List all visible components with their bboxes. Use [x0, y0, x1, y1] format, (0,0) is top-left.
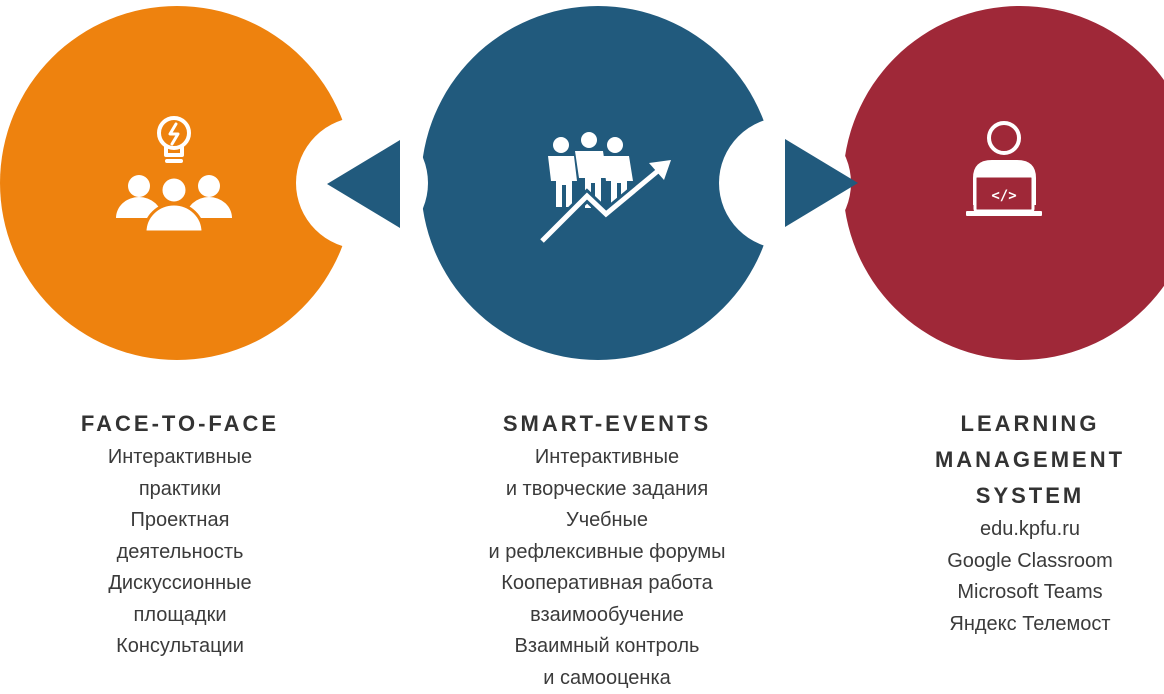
node-title: SMART-EVENTS	[447, 406, 767, 442]
node-line: Google Classroom	[880, 546, 1164, 578]
node-line: edu.kpfu.ru	[880, 514, 1164, 546]
node-line: Консультации	[40, 631, 320, 663]
diagram-graphic: </>	[0, 0, 1164, 380]
svg-text:</>: </>	[991, 188, 1016, 204]
node-line: и творческие задания	[447, 474, 767, 506]
node-line: Дискуссионные	[40, 568, 320, 600]
node-line: практики	[40, 474, 320, 506]
node-line: площадки	[40, 600, 320, 632]
node-line: Интерактивные	[40, 442, 320, 474]
node-line: Учебные	[447, 505, 767, 537]
node-line: Взаимный контроль	[447, 631, 767, 663]
node-line: взаимообучение	[447, 600, 767, 632]
node-line: Проектная	[40, 505, 320, 537]
lms-text: LEARNING MANAGEMENT SYSTEM edu.kpfu.ru G…	[880, 406, 1164, 640]
node-title: LEARNING	[880, 406, 1164, 442]
node-line: Яндекс Телемост	[880, 609, 1164, 641]
node-line: Интерактивные	[447, 442, 767, 474]
node-title: FACE-TO-FACE	[40, 406, 320, 442]
face-to-face-text: FACE-TO-FACE Интерактивные практики Прое…	[40, 406, 320, 663]
node-line: Microsoft Teams	[880, 577, 1164, 609]
node-line: деятельность	[40, 537, 320, 569]
smart-events-text: SMART-EVENTS Интерактивные и творческие …	[447, 406, 767, 694]
node-line: Кооперативная работа	[447, 568, 767, 600]
node-title: MANAGEMENT	[880, 442, 1164, 478]
node-line: и рефлексивные форумы	[447, 537, 767, 569]
node-line: и самооценка	[447, 663, 767, 694]
node-title: SYSTEM	[880, 478, 1164, 514]
